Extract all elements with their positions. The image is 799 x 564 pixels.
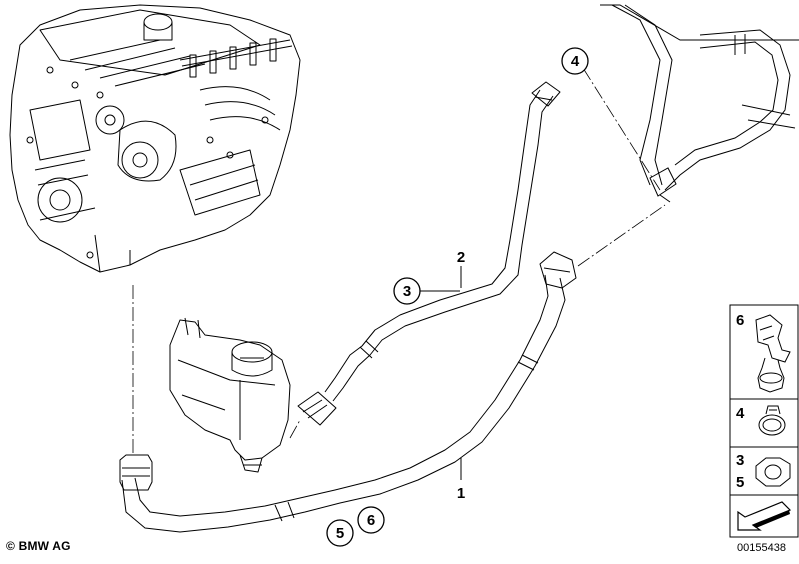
- heater-core-pipes: [600, 4, 799, 203]
- svg-text:5: 5: [736, 474, 744, 491]
- expansion-tank: [169, 317, 291, 473]
- callout-5: 5: [326, 519, 354, 547]
- svg-text:5: 5: [336, 525, 344, 542]
- callout-6: 6: [357, 506, 385, 534]
- legend-item-hose-clamp: 4: [729, 398, 799, 448]
- label-1: 1: [457, 458, 465, 502]
- svg-text:3: 3: [403, 283, 411, 300]
- svg-text:2: 2: [457, 249, 465, 266]
- engine-block: [9, 4, 301, 273]
- legend-arrow-icon: [729, 494, 799, 538]
- connection-lines: [132, 67, 666, 455]
- svg-text:4: 4: [571, 53, 580, 70]
- svg-text:4: 4: [736, 405, 745, 422]
- copyright-label: © BMW AG: [6, 539, 71, 553]
- svg-text:1: 1: [457, 485, 465, 502]
- document-number: 00155438: [737, 542, 786, 554]
- legend-item-spring-clamp: 3 5: [729, 446, 799, 496]
- hose-2: [297, 81, 561, 426]
- legend-panel: 6 4 3 5: [729, 304, 799, 538]
- svg-text:3: 3: [736, 452, 744, 469]
- hose-1: [119, 251, 577, 533]
- callout-3: 3: [393, 277, 421, 305]
- legend-item-clip: 6: [729, 304, 799, 400]
- svg-text:6: 6: [367, 512, 375, 529]
- callout-4: 4: [561, 47, 589, 75]
- svg-text:6: 6: [736, 312, 744, 329]
- label-2: 2: [457, 249, 465, 288]
